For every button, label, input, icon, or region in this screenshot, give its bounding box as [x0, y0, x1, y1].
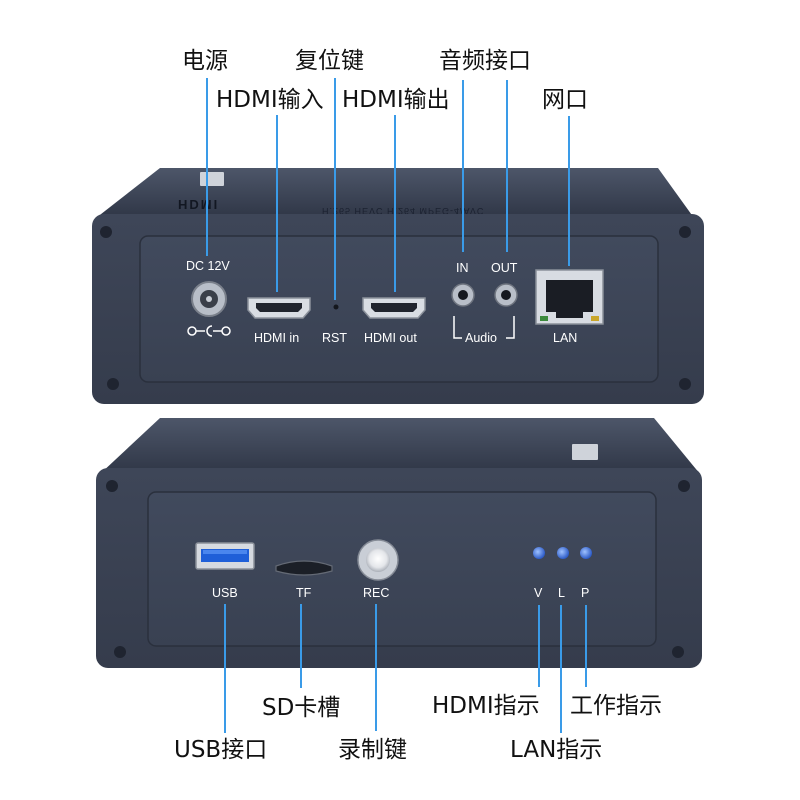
- bottom-device-lid: [100, 418, 700, 474]
- device-brand: HDMI: [178, 197, 219, 212]
- brand-logo-box: [200, 172, 224, 186]
- rec-button-icon[interactable]: [366, 548, 390, 572]
- lan-port-icon: [535, 269, 604, 325]
- led-p-icon: [580, 547, 592, 559]
- dc-jack-pin: [206, 296, 212, 302]
- hdmi-in-port: [247, 297, 311, 319]
- rec-label: REC: [363, 586, 389, 600]
- screw-icon: [100, 226, 112, 238]
- callout-network-port: 网口: [542, 87, 588, 113]
- screw-icon: [107, 378, 119, 390]
- screw-icon: [679, 226, 691, 238]
- screw-icon: [672, 646, 684, 658]
- top-device: HDMI H.265 HEVC H.264 MPEG-4/AVC DC 12V …: [92, 168, 704, 404]
- reset-hole: [333, 304, 339, 310]
- sd-slot-icon: [275, 560, 333, 576]
- screw-icon: [678, 480, 690, 492]
- led-v-label: V: [534, 586, 543, 600]
- led-l-label: L: [558, 586, 565, 600]
- audio-in-jack-hole: [458, 290, 468, 300]
- device-spec-line: H.265 HEVC H.264 MPEG-4/AVC: [322, 206, 484, 216]
- brand-logo-box: [572, 444, 598, 460]
- led-p-label: P: [581, 586, 589, 600]
- leader-lines: [206, 78, 587, 733]
- audio-out-label: OUT: [491, 261, 518, 275]
- callout-usb-port: USB接口: [174, 737, 267, 763]
- callout-lan-indicator: LAN指示: [510, 737, 602, 763]
- tf-label: TF: [296, 586, 312, 600]
- callout-work-indicator: 工作指示: [570, 693, 662, 719]
- hdmi-out-label: HDMI out: [364, 331, 417, 345]
- callout-sd-slot: SD卡槽: [262, 695, 340, 721]
- hdmi-in-label: HDMI in: [254, 331, 299, 345]
- rst-label: RST: [322, 331, 347, 345]
- callout-audio-port: 音频接口: [439, 48, 531, 74]
- usb-label: USB: [212, 586, 238, 600]
- callout-record-key: 录制键: [338, 737, 407, 763]
- callout-power: 电源: [182, 48, 228, 74]
- bottom-device-inner-panel: [147, 491, 657, 647]
- bottom-device: USB TF REC V L P: [96, 418, 702, 668]
- callout-hdmi-indicator: HDMI指示: [432, 693, 540, 719]
- audio-out-jack-hole: [501, 290, 511, 300]
- dc-polarity-icon: [187, 325, 231, 337]
- lan-label: LAN: [553, 331, 577, 345]
- audio-label: Audio: [465, 331, 497, 345]
- led-v-icon: [533, 547, 545, 559]
- callout-hdmi-input: HDMI输入: [216, 87, 324, 113]
- screw-icon: [106, 480, 118, 492]
- hdmi-out-port: [362, 297, 426, 319]
- screw-icon: [679, 378, 691, 390]
- audio-bracket: [453, 316, 515, 339]
- usb-port-icon: [195, 542, 255, 570]
- dc-label: DC 12V: [186, 259, 230, 273]
- led-l-icon: [557, 547, 569, 559]
- screw-icon: [114, 646, 126, 658]
- callout-hdmi-output: HDMI输出: [342, 87, 450, 113]
- audio-in-label: IN: [456, 261, 469, 275]
- callout-reset-key: 复位键: [295, 48, 364, 74]
